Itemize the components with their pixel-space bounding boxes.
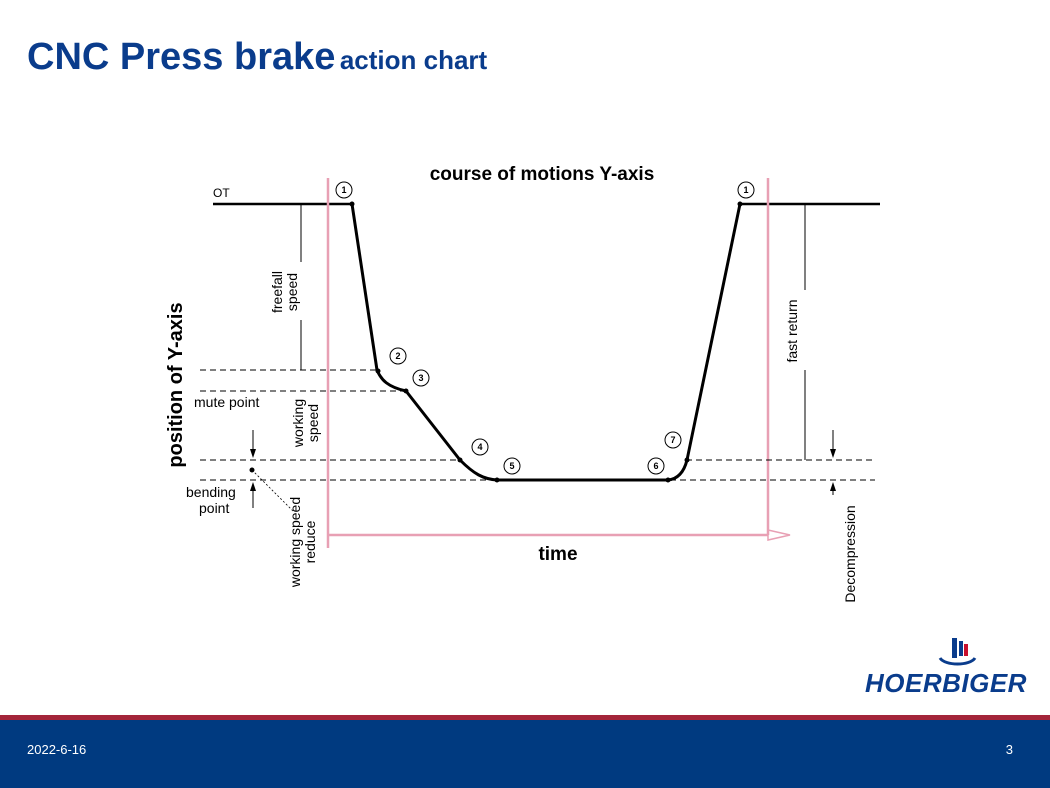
marker-1-return-circle	[737, 181, 755, 199]
curve-point-2	[375, 368, 381, 374]
footer-bar: 2022-6-16 3	[0, 720, 1050, 788]
x-axis-arrowhead	[767, 529, 791, 541]
marker-7-label: 7	[670, 435, 675, 445]
working-speed-line2: speed	[305, 404, 321, 442]
motion-diagram: course of motions Y-axis OT	[165, 164, 880, 603]
marker-5-circle	[503, 457, 521, 475]
curve-point-5	[494, 477, 500, 483]
page-number: 3	[1005, 742, 1013, 757]
reduce-arrow-left-bottom	[250, 482, 256, 491]
logo-mark-icon	[938, 638, 977, 666]
marker-1-label: 1	[341, 185, 346, 195]
motion-curve	[350, 203, 742, 482]
decompression-arrow-bottom	[830, 482, 836, 491]
y-axis-label: position of Y-axis	[165, 302, 187, 467]
decompression-label: Decompression	[842, 505, 858, 602]
curve-point-7	[684, 457, 690, 463]
curve-point-3	[403, 388, 409, 394]
curve-point-1-return	[737, 201, 743, 207]
working-speed-reduce-line2: reduce	[302, 520, 318, 563]
marker-5-label: 5	[509, 461, 514, 471]
footer-accent-line	[0, 715, 1050, 720]
marker-6-circle	[647, 457, 665, 475]
marker-1-return-label: 1	[743, 185, 748, 195]
curve-points	[349, 201, 743, 483]
marker-1-circle	[335, 181, 353, 199]
marker-2-circle	[389, 347, 407, 365]
marker-4-label: 4	[477, 442, 482, 452]
working-speed-reduce-line1: working speed	[287, 497, 303, 588]
marker-3-circle	[412, 369, 430, 387]
working-speed-line1: working	[290, 399, 306, 448]
ot-label: OT	[213, 186, 230, 200]
fast-return-label: fast return	[784, 299, 800, 362]
bending-point-line2: point	[199, 500, 229, 516]
marker-7-circle	[664, 431, 682, 449]
slide-title-sub: action chart	[339, 45, 488, 75]
mute-point-label: mute point	[194, 394, 259, 410]
slide-title-main: CNC Press brake	[27, 36, 336, 78]
diagram-title: course of motions Y-axis	[430, 164, 655, 185]
curve-point-4	[457, 457, 463, 463]
marker-4-circle	[471, 438, 489, 456]
marker-3-label: 3	[418, 373, 423, 383]
decompression-arrow-top	[830, 449, 836, 458]
curve-point-1	[349, 201, 355, 207]
bending-point-line1: bending	[186, 484, 236, 500]
freefall-label-line2: speed	[284, 273, 300, 311]
x-axis-label: time	[538, 544, 577, 565]
bending-point-leader	[251, 469, 295, 513]
reduce-arrow-left-top	[250, 449, 256, 458]
footer-date: 2022-6-16	[27, 742, 87, 757]
freefall-label-line1: freefall	[269, 271, 285, 313]
logo-text: HOERBIGER	[865, 668, 1027, 698]
marker-6-label: 6	[653, 461, 658, 471]
marker-2-label: 2	[395, 351, 400, 361]
curve-point-6	[665, 477, 671, 483]
slide-title: CNC Press brake action chart	[27, 36, 487, 79]
hoerbiger-logo: HOERBIGER	[860, 636, 1030, 698]
